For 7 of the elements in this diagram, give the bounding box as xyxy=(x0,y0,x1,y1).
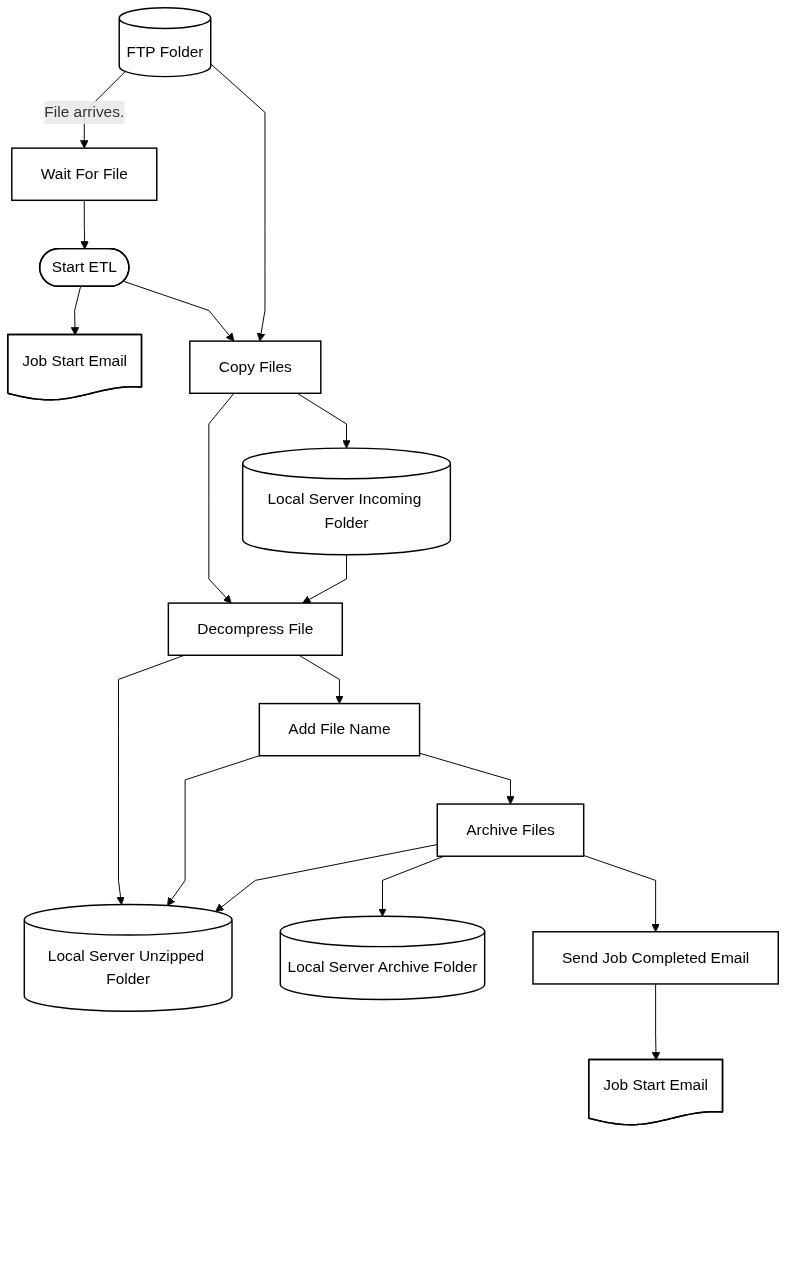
node-box: Archive Files xyxy=(436,803,585,857)
node-box: Decompress File xyxy=(167,602,343,656)
edge-label: File arrives. xyxy=(44,103,125,121)
node-box: Copy Files xyxy=(189,340,322,394)
node-box: Send Job Completed Email xyxy=(532,931,779,985)
node-box: Add File Name xyxy=(258,702,421,757)
node-box: Wait For File xyxy=(11,147,158,202)
